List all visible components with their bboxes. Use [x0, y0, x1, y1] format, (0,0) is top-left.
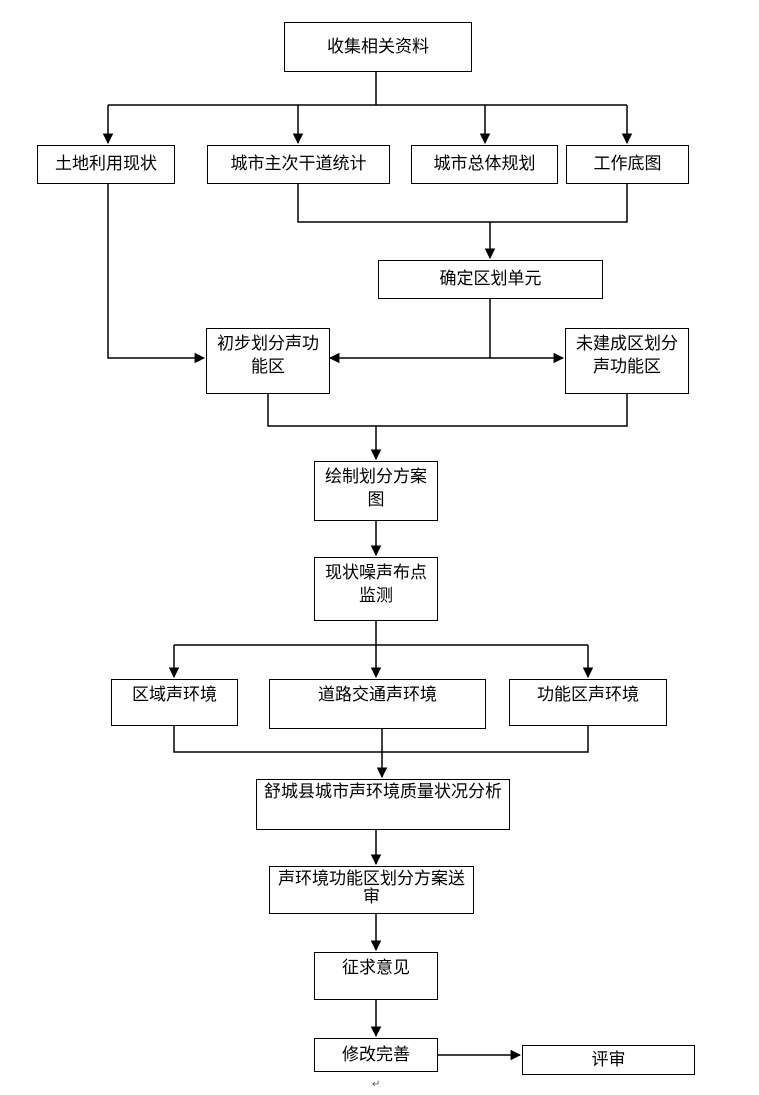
- node-master-plan: 城市总体规划: [411, 145, 558, 184]
- node-land-use: 土地利用现状: [37, 145, 175, 184]
- connector-merge-analysis: [173, 726, 589, 753]
- node-monitoring: 现状噪声布点监测: [314, 557, 438, 621]
- node-opinions: 征求意见: [314, 952, 438, 1000]
- node-units: 确定区划单元: [378, 260, 603, 299]
- node-zone-env: 功能区声环境: [509, 679, 667, 726]
- node-collect: 收集相关资料: [284, 22, 472, 72]
- connector-merge-draw: [267, 394, 628, 427]
- arrow-to-initial-zones: [328, 299, 491, 364]
- node-draw-plan: 绘制划分方案图: [314, 461, 438, 521]
- connector-merge-units: [297, 184, 628, 223]
- node-unbuilt-zones: 未建成区划分声功能区: [565, 328, 689, 394]
- node-revise: 修改完善: [314, 1038, 438, 1072]
- node-base-map: 工作底图: [566, 145, 689, 184]
- paragraph-mark: ↵: [372, 1079, 381, 1090]
- node-analysis: 舒城县城市声环境质量状况分析: [256, 779, 510, 830]
- node-roads: 城市主次干道统计: [207, 145, 390, 184]
- node-submit: 声环境功能区划分方案送审: [269, 866, 474, 914]
- node-regional-env: 区域声环境: [111, 679, 238, 726]
- node-review: 评审: [522, 1045, 695, 1075]
- node-traffic-env: 道路交通声环境: [269, 679, 486, 729]
- node-initial-zones: 初步划分声功能区: [206, 328, 330, 394]
- arrow-land-use-to-initial: [107, 184, 206, 364]
